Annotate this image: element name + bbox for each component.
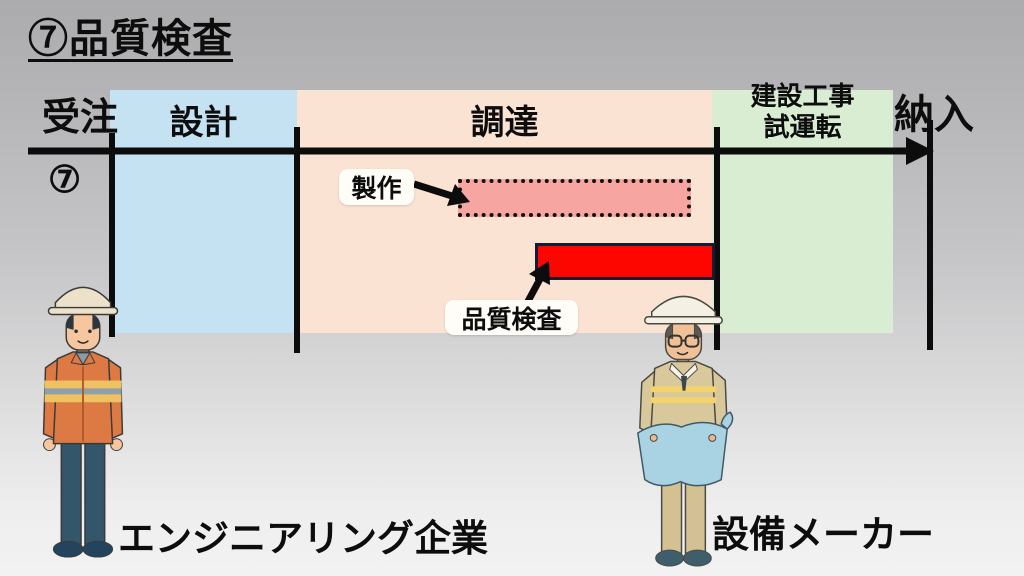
right-worker-hardhat <box>650 295 717 320</box>
design-phase-band <box>110 90 297 333</box>
construction-phase-label: 建設工事 試運転 <box>712 81 893 143</box>
construction-label-line2: 試運転 <box>763 112 842 143</box>
inspection-callout: 品質検査 <box>445 300 578 335</box>
manufacturer-worker-illustration <box>637 295 734 567</box>
left-worker-hardhat <box>54 286 112 311</box>
design-phase-label: 設計 <box>169 104 238 142</box>
inspection-bar <box>535 243 715 280</box>
procurement-phase-label: 調達 <box>470 104 539 142</box>
procurement-end-milestone-line <box>714 127 720 350</box>
production-bar <box>458 179 691 217</box>
order-milestone-line <box>109 133 115 337</box>
engineering-company-label: エンジニアリング企業 <box>118 518 488 559</box>
step-number-marker: ⑦ <box>48 159 82 200</box>
blueprint-paper <box>637 421 728 487</box>
order-label: 受注 <box>42 97 119 139</box>
design-end-milestone-line <box>294 127 300 353</box>
engineer-worker-illustration <box>42 286 124 558</box>
left-worker-shoes <box>52 540 84 558</box>
equipment-maker-label: 設備メーカー <box>712 514 934 555</box>
construction-phase-band <box>712 90 893 333</box>
page-title: ⑦品質検査 <box>28 17 233 61</box>
delivery-label: 納入 <box>894 93 974 137</box>
construction-label-line1: 建設工事 <box>750 81 855 111</box>
delivery-milestone-line <box>927 120 933 350</box>
production-callout: 製作 <box>339 169 414 205</box>
